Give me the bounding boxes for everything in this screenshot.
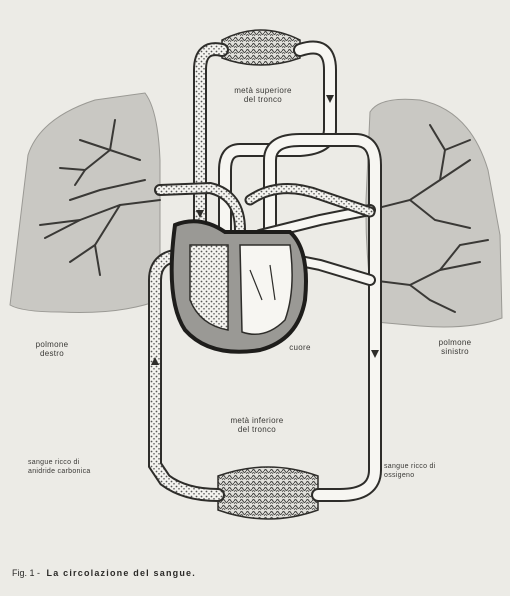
label-upper-body: metà superiore del tronco (218, 86, 308, 104)
figure-title: La circolazione del sangue. (47, 568, 196, 578)
heart (172, 221, 306, 351)
label-heart: cuore (280, 343, 320, 352)
upper-capillary-bed (222, 30, 300, 65)
lower-capillary-bed (218, 467, 318, 519)
figure-caption: Fig. 1 - La circolazione del sangue. (12, 568, 196, 578)
label-co2-blood: sangue ricco di anidride carbonica (28, 458, 118, 476)
figure-number: Fig. 1 - (12, 568, 40, 578)
label-o2-blood: sangue ricco di ossigeno (384, 462, 464, 480)
label-lower-body: metà inferiore del tronco (212, 416, 302, 434)
label-left-lung: polmone sinistro (425, 338, 485, 356)
label-right-lung: polmone destro (22, 340, 82, 358)
